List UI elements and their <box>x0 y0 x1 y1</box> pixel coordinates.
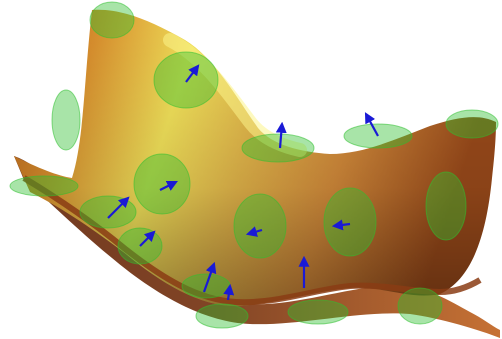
disk <box>288 300 348 324</box>
disk <box>324 188 376 256</box>
disk <box>90 2 134 38</box>
disk <box>154 52 218 108</box>
disk <box>52 90 80 150</box>
disk <box>426 172 466 240</box>
disk <box>10 176 78 196</box>
disk <box>446 110 498 138</box>
disk <box>134 154 190 214</box>
disk <box>196 304 248 328</box>
disk <box>242 134 314 162</box>
disk <box>80 196 136 228</box>
disk <box>398 288 442 324</box>
disk <box>234 194 286 258</box>
